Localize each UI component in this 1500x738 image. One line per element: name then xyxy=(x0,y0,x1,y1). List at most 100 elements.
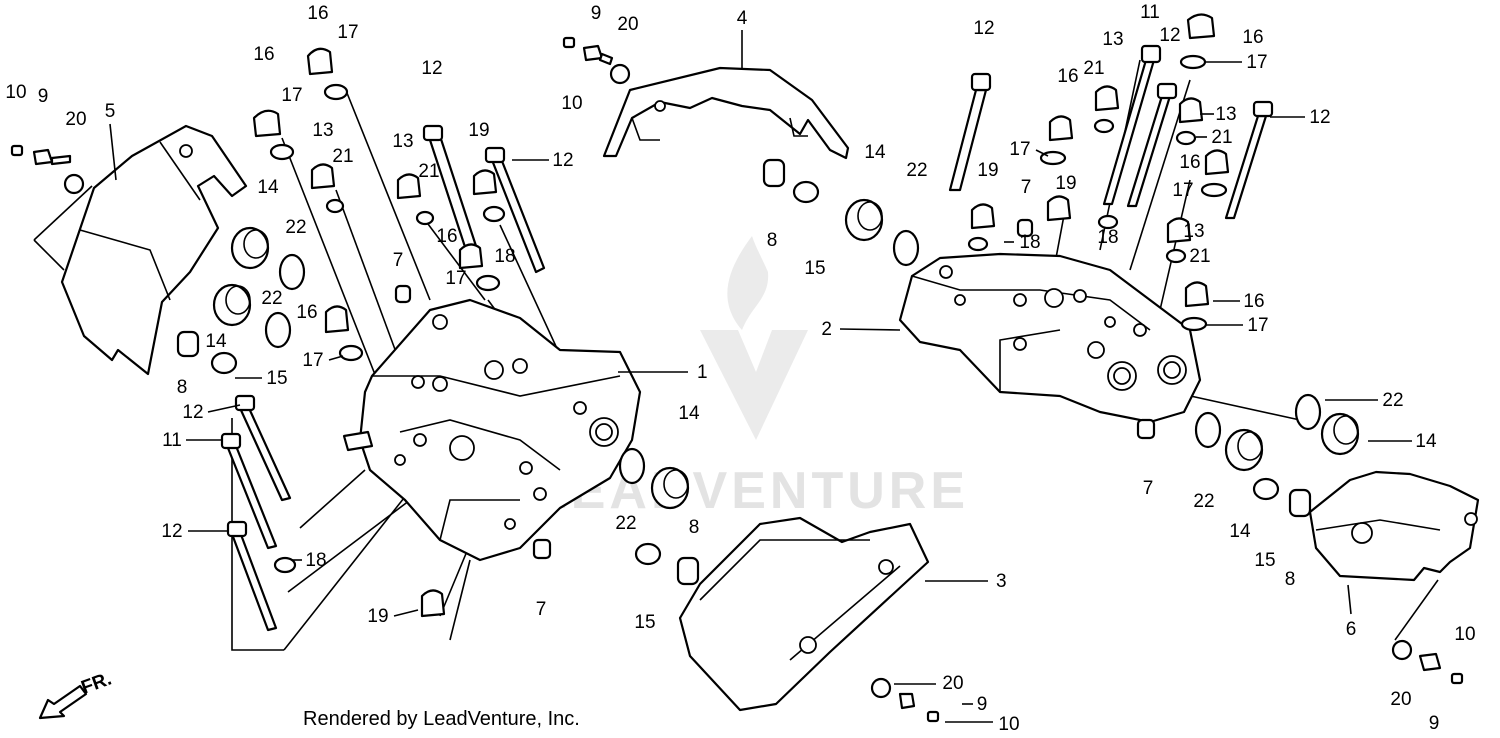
callout-c17e: 17 xyxy=(1009,139,1030,160)
callout-c7b: 7 xyxy=(1021,177,1032,198)
callout-c18b: 18 xyxy=(305,550,326,571)
callout-c3: 3 xyxy=(996,571,1007,592)
callout-c14c: 14 xyxy=(864,142,886,163)
callout-c8d: 8 xyxy=(1285,569,1296,590)
callout-c9c: 9 xyxy=(977,694,988,715)
callout-c16e: 16 xyxy=(1057,66,1078,87)
cap-nuts xyxy=(252,13,1230,618)
callout-c17a: 17 xyxy=(337,22,358,43)
leader-line-c5 xyxy=(109,123,117,181)
callout-c13b: 13 xyxy=(392,131,413,152)
leader-line-c17e xyxy=(1035,149,1049,157)
callout-c16h: 16 xyxy=(1243,291,1264,312)
callout-c15c: 15 xyxy=(634,612,655,633)
callout-c13d: 13 xyxy=(1215,104,1236,125)
callout-c8c: 8 xyxy=(689,517,700,538)
callout-c10d: 10 xyxy=(1454,624,1475,645)
callout-c13a: 13 xyxy=(312,120,333,141)
callout-c14b: 14 xyxy=(205,331,227,352)
callout-c15d: 15 xyxy=(1254,550,1275,571)
watermark-flame-icon xyxy=(727,236,769,330)
callout-c12e: 12 xyxy=(973,18,994,39)
callout-c15b: 15 xyxy=(804,258,825,279)
callout-c9a: 9 xyxy=(38,86,49,107)
callout-c14f: 14 xyxy=(1415,431,1437,452)
callout-c6: 6 xyxy=(1346,619,1357,640)
callout-c17g: 17 xyxy=(1172,180,1193,201)
washers xyxy=(63,54,1413,699)
callout-c19c: 19 xyxy=(977,160,998,181)
callout-c12f: 12 xyxy=(1159,25,1180,46)
callout-c12g: 12 xyxy=(1309,107,1330,128)
callout-c17d: 17 xyxy=(302,350,323,371)
callout-c21e: 21 xyxy=(1189,246,1210,267)
callout-c11b: 11 xyxy=(1140,2,1160,23)
small-parts xyxy=(10,36,1464,723)
callout-c22e: 22 xyxy=(1193,491,1214,512)
callout-c16a: 16 xyxy=(307,3,328,24)
callout-c10b: 10 xyxy=(561,93,582,114)
callout-c8a: 8 xyxy=(177,377,188,398)
leader-line-c19b xyxy=(393,609,419,617)
callout-c2: 2 xyxy=(821,319,832,340)
front-marker: FR. xyxy=(38,668,115,720)
watermark-chevron-icon xyxy=(700,330,808,440)
callout-c5: 5 xyxy=(105,101,116,122)
callout-c8b: 8 xyxy=(767,230,778,251)
callout-c16c: 16 xyxy=(436,226,457,247)
front-label: FR. xyxy=(79,668,115,698)
front-arrow-icon xyxy=(38,684,88,720)
long-bolts xyxy=(220,44,1274,632)
callout-c16g: 16 xyxy=(1179,152,1200,173)
leader-line-c12c xyxy=(207,404,241,413)
callout-c16f: 16 xyxy=(1242,27,1263,48)
callout-c11a: 11 xyxy=(162,430,182,451)
callout-c12a: 12 xyxy=(421,58,442,79)
callout-c22f: 22 xyxy=(1382,390,1403,411)
callout-c12c: 12 xyxy=(182,402,203,423)
callout-c21b: 21 xyxy=(418,161,439,182)
part-2-cylinder-head xyxy=(898,252,1202,424)
leader-line-c6 xyxy=(1347,584,1352,615)
callout-labels: 1234567777888899991010101011111212121212… xyxy=(5,2,1475,735)
callout-c21c: 21 xyxy=(1083,58,1104,79)
callout-c17h: 17 xyxy=(1247,315,1268,336)
callout-c7c: 7 xyxy=(536,599,547,620)
callout-c10a: 10 xyxy=(5,82,26,103)
callout-c1: 1 xyxy=(697,362,708,383)
callout-c16b: 16 xyxy=(253,44,274,65)
callout-c4: 4 xyxy=(737,8,748,29)
callout-c10c: 10 xyxy=(998,714,1019,735)
callout-c18a: 18 xyxy=(494,246,515,267)
callout-c19d: 19 xyxy=(1055,173,1076,194)
callout-c22c: 22 xyxy=(906,160,927,181)
leader-line-c17d xyxy=(328,355,344,361)
callout-c18c: 18 xyxy=(1019,232,1040,253)
leader-line-c2 xyxy=(839,328,901,331)
callout-c9b: 9 xyxy=(591,3,602,24)
callout-c21a: 21 xyxy=(332,146,353,167)
callout-c13c: 13 xyxy=(1102,29,1123,50)
callout-c22a: 22 xyxy=(285,217,306,238)
callout-c22d: 22 xyxy=(615,513,636,534)
callout-c14e: 14 xyxy=(1229,521,1251,542)
callout-c17b: 17 xyxy=(281,85,302,106)
callout-c17f: 17 xyxy=(1246,52,1267,73)
callout-c17c: 17 xyxy=(445,268,466,289)
callout-c20a: 20 xyxy=(65,109,86,130)
part-4-cover xyxy=(602,66,850,160)
callout-c15a: 15 xyxy=(266,368,287,389)
callout-c19b: 19 xyxy=(367,606,388,627)
part-6-cover xyxy=(1308,470,1480,582)
o-rings xyxy=(264,229,1322,485)
callout-c20c: 20 xyxy=(942,673,963,694)
part-3-cover xyxy=(678,516,930,712)
credit-text: Rendered by LeadVenture, Inc. xyxy=(303,708,580,730)
callout-c21d: 21 xyxy=(1211,127,1232,148)
part-5-cover xyxy=(60,124,248,376)
callout-c7a: 7 xyxy=(393,250,404,271)
callout-c12d: 12 xyxy=(161,521,182,542)
callout-c18d: 18 xyxy=(1097,227,1118,248)
callout-c14d: 14 xyxy=(678,403,700,424)
